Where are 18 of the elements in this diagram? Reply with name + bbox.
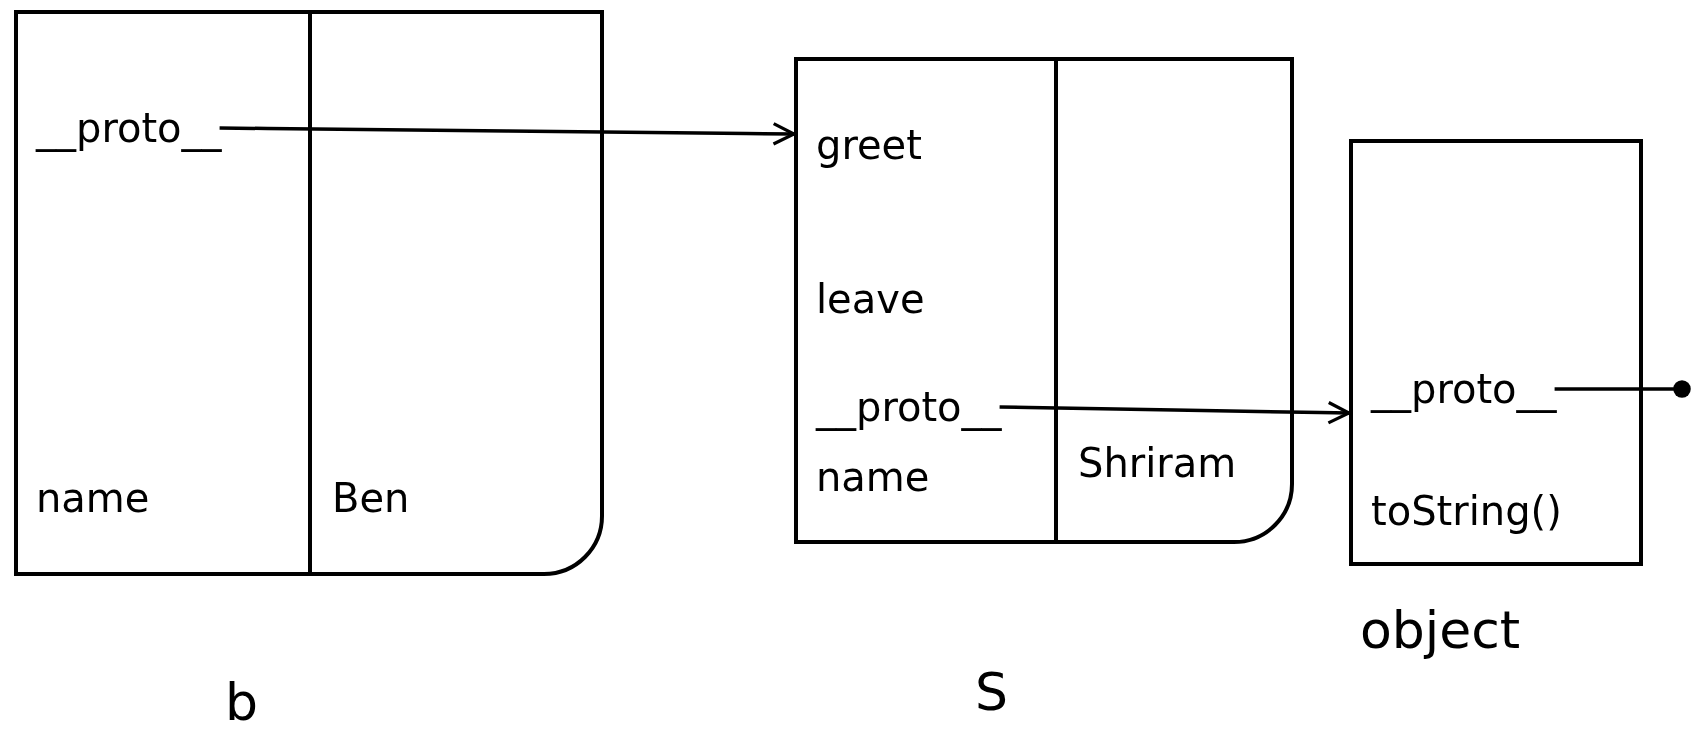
property-text: Ben	[314, 474, 410, 522]
arrow	[219, 121, 796, 146]
arrow	[999, 400, 1351, 425]
property-text: name	[816, 453, 930, 501]
property-text: leave	[816, 275, 925, 323]
object-caption: S	[975, 662, 1008, 722]
property-text: name	[36, 474, 150, 522]
object-box	[794, 57, 1294, 544]
object-box	[1349, 139, 1643, 566]
property-text: __proto__	[36, 104, 222, 152]
property-text: toString()	[1371, 487, 1562, 535]
property-text: Shriram	[1060, 439, 1237, 487]
property-text: greet	[816, 121, 922, 169]
property-text: __proto__	[816, 383, 1002, 431]
object-box	[14, 10, 604, 576]
property-text: __proto__	[1371, 365, 1557, 413]
object-caption: object	[1360, 600, 1521, 660]
object-caption: b	[225, 672, 258, 732]
